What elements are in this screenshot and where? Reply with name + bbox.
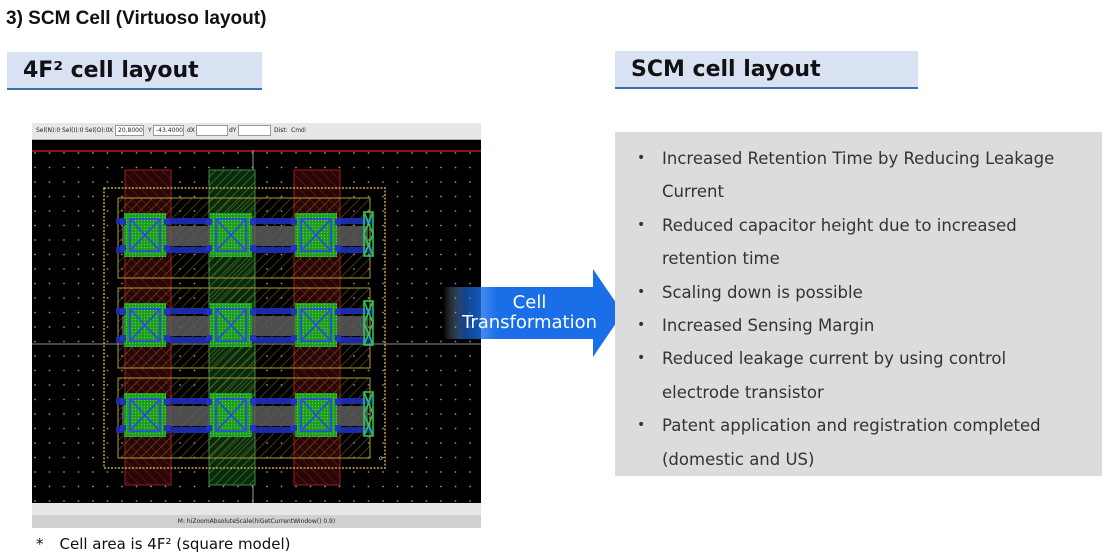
features-list: • Increased Retention Time by Reducing Le… bbox=[637, 142, 1087, 476]
transformation-arrow-icon bbox=[443, 269, 623, 357]
footnote-marker: * bbox=[36, 535, 44, 553]
memory-cell bbox=[291, 213, 341, 257]
page-title: 3) SCM Cell (Virtuoso layout) bbox=[6, 8, 267, 29]
memory-cell bbox=[206, 303, 256, 347]
feature-text: Scaling down is possible bbox=[662, 282, 863, 302]
sel-o-label: Sel(O):0 bbox=[85, 127, 110, 134]
virtuoso-toolbar: Sel(N):0 Sel(I):0 Sel(O):0 X 20.8000 Y -… bbox=[32, 123, 481, 140]
feature-item: • Reduced leakage current by using contro… bbox=[637, 342, 1087, 409]
footnote: * Cell area is 4F² (square model) bbox=[36, 535, 291, 553]
bullet-icon: • bbox=[637, 350, 646, 367]
memory-cell bbox=[291, 393, 341, 437]
layout-canvas[interactable]: o bbox=[32, 150, 481, 503]
svg-text:o: o bbox=[379, 455, 383, 462]
arrow-label: Cell Transformation bbox=[452, 293, 607, 333]
bullet-icon: • bbox=[637, 216, 646, 233]
feature-text: Patent application and registration comp… bbox=[662, 416, 1041, 469]
dx-label: dX bbox=[187, 127, 195, 134]
feature-text: Increased Retention Time by Reducing Lea… bbox=[662, 149, 1055, 202]
feature-text: Increased Sensing Margin bbox=[662, 316, 875, 336]
feature-item: • Scaling down is possible bbox=[637, 276, 1087, 309]
y-label: Y bbox=[148, 127, 152, 134]
bullet-icon: • bbox=[637, 283, 646, 300]
bullet-icon: • bbox=[637, 150, 646, 166]
y-coordinate-field[interactable]: -43.4000 bbox=[153, 125, 184, 136]
memory-cell bbox=[206, 213, 256, 257]
feature-item: • Reduced capacitor height due to increas… bbox=[637, 209, 1087, 276]
arrow-label-line2: Transformation bbox=[461, 312, 598, 333]
right-section-header: SCM cell layout bbox=[615, 51, 918, 89]
cmd-label: Cmd: bbox=[291, 127, 307, 134]
feature-item: • Increased Retention Time by Reducing Le… bbox=[637, 142, 1087, 209]
virtuoso-layout-window: Sel(N):0 Sel(I):0 Sel(O):0 X 20.8000 Y -… bbox=[32, 123, 481, 528]
feature-item: • Increased Sensing Margin bbox=[637, 309, 1087, 342]
feature-text: Reduced leakage current by using control… bbox=[662, 349, 1007, 402]
dist-label: Dist: bbox=[274, 127, 288, 134]
feature-text: Reduced capacitor height due to increase… bbox=[662, 215, 1017, 269]
dx-field[interactable] bbox=[196, 125, 228, 136]
features-panel: • Increased Retention Time by Reducing Le… bbox=[615, 132, 1102, 476]
bullet-icon: • bbox=[637, 317, 646, 334]
bullet-icon: • bbox=[637, 417, 646, 434]
dy-label: dY bbox=[229, 127, 237, 134]
x-label: X bbox=[109, 127, 114, 134]
dy-field[interactable] bbox=[238, 125, 271, 136]
memory-cell bbox=[291, 303, 341, 347]
footnote-text: Cell area is 4F² (square model) bbox=[59, 535, 291, 553]
memory-cell bbox=[120, 213, 170, 257]
left-section-header: 4F² cell layout bbox=[7, 52, 262, 90]
memory-cell bbox=[120, 393, 170, 437]
memory-cell bbox=[206, 393, 256, 437]
arrow-label-line1: Cell bbox=[512, 292, 547, 313]
status-message: M: hiZoomAbsoluteScale(hiGetCurrentWindo… bbox=[32, 515, 481, 528]
sel-i-label: Sel(I):0 bbox=[62, 127, 84, 134]
sel-n-label: Sel(N):0 bbox=[36, 127, 61, 134]
x-coordinate-field[interactable]: 20.8000 bbox=[115, 125, 144, 136]
virtuoso-status-bar: M: hiZoomAbsoluteScale(hiGetCurrentWindo… bbox=[32, 503, 481, 528]
memory-cell bbox=[120, 303, 170, 347]
feature-item: • Patent application and registration com… bbox=[637, 409, 1087, 476]
